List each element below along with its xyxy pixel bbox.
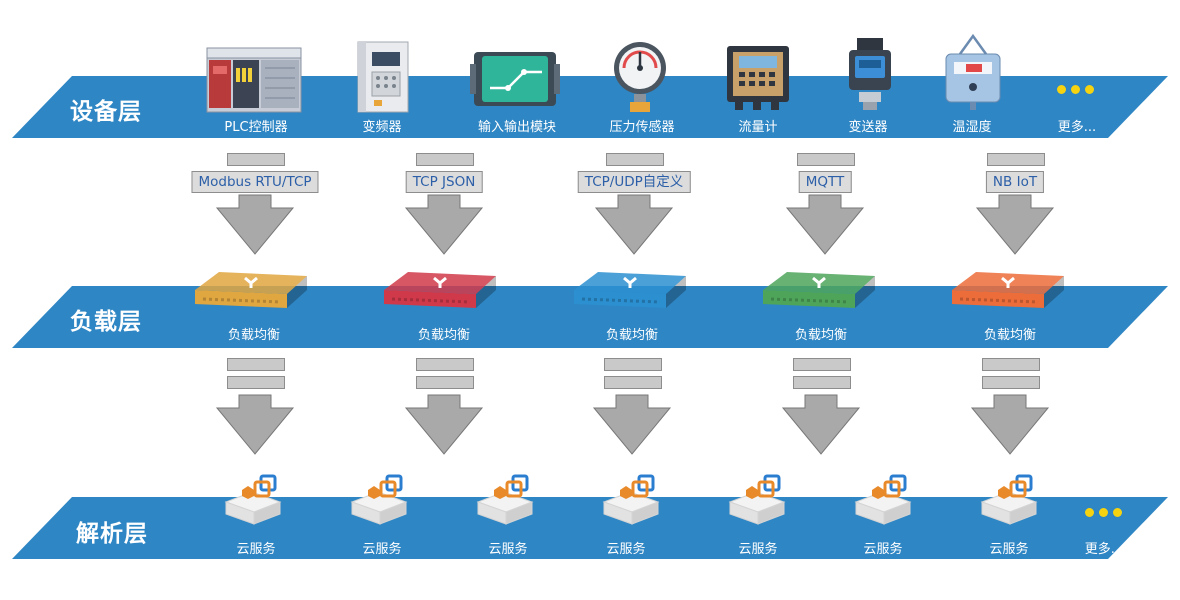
device-label-plc: PLC控制器 xyxy=(224,120,288,135)
transmitter-icon xyxy=(849,38,891,110)
load-balancer-label: 负载均衡 xyxy=(605,328,658,343)
cloud-service-icon xyxy=(476,474,534,525)
load-balancer-device-icon xyxy=(384,272,496,308)
connector-bar xyxy=(793,376,851,389)
protocol-label: TCP/UDP自定义 xyxy=(577,171,691,193)
pressure-sensor-icon xyxy=(614,42,666,112)
temperature-humidity-icon xyxy=(945,33,1001,110)
connector-bar xyxy=(416,153,474,166)
connector-bar xyxy=(604,376,662,389)
load-balancer-device-icon xyxy=(952,272,1064,308)
cloud-service-label: 云服务 xyxy=(863,542,903,557)
connector-bar xyxy=(227,153,285,166)
device-label-more: 更多... xyxy=(1057,120,1097,135)
down-arrow-icon xyxy=(404,394,484,455)
down-arrow-icon xyxy=(215,194,295,255)
flow-meter-icon xyxy=(727,46,789,110)
down-arrow-icon xyxy=(781,394,861,455)
cloud-service-label: 云服务 xyxy=(488,542,528,557)
cloud-service-label: 云服务 xyxy=(738,542,778,557)
frequency-converter-icon xyxy=(357,41,409,113)
connector-bar xyxy=(987,153,1045,166)
device-label-flow-meter: 流量计 xyxy=(738,120,778,135)
device-label-transmitter: 变送器 xyxy=(848,120,888,135)
connector-bar xyxy=(982,358,1040,371)
device-label-temp-humidity: 温湿度 xyxy=(952,120,992,135)
connector-bar xyxy=(604,358,662,371)
protocol-label: Modbus RTU/TCP xyxy=(191,171,319,193)
connector-bar xyxy=(982,376,1040,389)
cloud-service-label: 云服务 xyxy=(989,542,1029,557)
down-arrow-icon xyxy=(975,194,1055,255)
parse-layer-title: 解析层 xyxy=(76,521,148,547)
protocol-label: NB IoT xyxy=(985,171,1045,193)
protocol-label: MQTT xyxy=(798,171,852,193)
more-dots-icon xyxy=(1085,508,1122,517)
cloud-service-label: 云服务 xyxy=(606,542,646,557)
cloud-service-icon xyxy=(224,474,282,525)
connector-bar xyxy=(797,153,855,166)
cloud-service-icon xyxy=(602,474,660,525)
down-arrow-icon xyxy=(785,194,865,255)
cloud-service-icon xyxy=(350,474,408,525)
load-balancer-label: 负载均衡 xyxy=(794,328,847,343)
device-label-io-module: 输入输出模块 xyxy=(477,120,556,135)
down-arrow-icon xyxy=(970,394,1050,455)
load-balancer-label: 负载均衡 xyxy=(227,328,280,343)
protocol-label: TCP JSON xyxy=(405,171,483,193)
connector-bar xyxy=(416,376,474,389)
more-dots-icon xyxy=(1057,85,1094,94)
parse-layer-band xyxy=(12,497,1168,559)
device-label-inverter: 变频器 xyxy=(362,120,402,135)
load-balancer-device-icon xyxy=(195,272,307,308)
load-layer-title: 负载层 xyxy=(70,309,142,335)
connector-bar xyxy=(227,376,285,389)
device-label-pressure-sensor: 压力传感器 xyxy=(609,120,675,135)
load-balancer-label: 负载均衡 xyxy=(983,328,1036,343)
connector-bar xyxy=(793,358,851,371)
more-label: 更多... xyxy=(1084,542,1124,557)
down-arrow-icon xyxy=(592,394,672,455)
connector-bar xyxy=(227,358,285,371)
down-arrow-icon xyxy=(594,194,674,255)
cloud-service-icon xyxy=(854,474,912,525)
connector-bar xyxy=(416,358,474,371)
cloud-service-icon xyxy=(980,474,1038,525)
plc-controller-icon xyxy=(206,47,302,113)
device-layer-title: 设备层 xyxy=(70,99,142,125)
io-module-icon xyxy=(470,52,560,106)
load-balancer-device-icon xyxy=(574,272,686,308)
cloud-service-label: 云服务 xyxy=(362,542,402,557)
load-balancer-device-icon xyxy=(763,272,875,308)
connector-bar xyxy=(606,153,664,166)
cloud-service-icon xyxy=(728,474,786,525)
down-arrow-icon xyxy=(404,194,484,255)
cloud-service-label: 云服务 xyxy=(236,542,276,557)
down-arrow-icon xyxy=(215,394,295,455)
load-balancer-label: 负载均衡 xyxy=(417,328,470,343)
